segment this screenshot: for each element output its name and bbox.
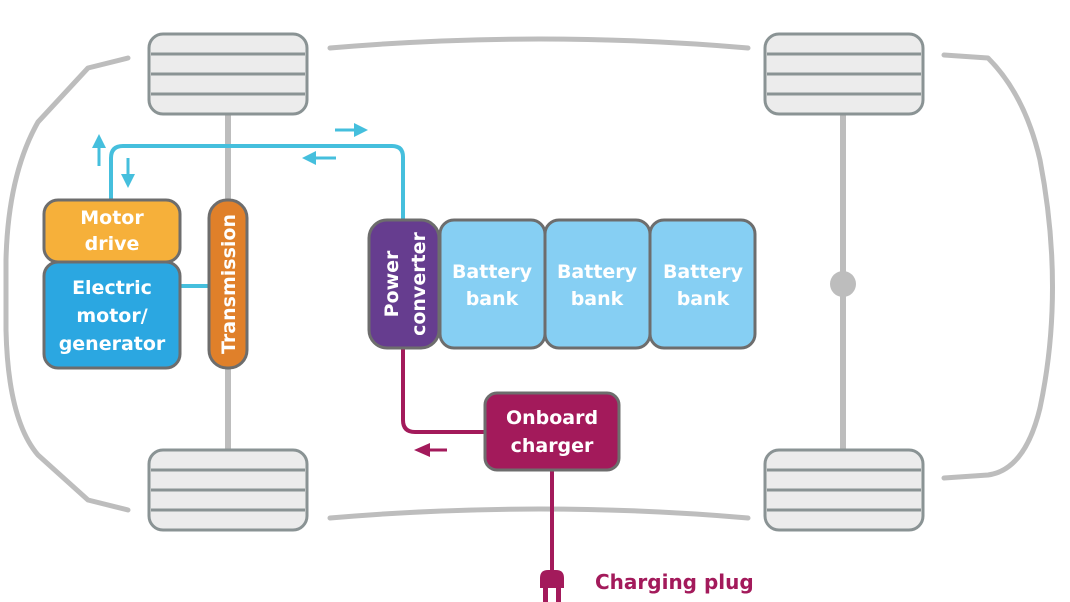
dc-line-motor-to-converter	[109, 144, 405, 220]
arrow-up-icon	[92, 134, 106, 166]
charging-plug-label: Charging plug	[595, 570, 754, 594]
power-converter-box[interactable]: Power converter	[367, 218, 441, 350]
power-converter-label-1: Power	[381, 250, 403, 317]
arrow-right-icon	[335, 123, 368, 137]
ac-line-charger-to-converter	[401, 348, 486, 434]
car-body-outline	[3, 36, 1055, 521]
motor-drive-label-1: Motor	[80, 207, 144, 229]
battery-bank-box[interactable]: Battery bank	[543, 218, 652, 350]
wheel-rear-left	[147, 448, 309, 532]
electric-motor-label-1: Electric	[72, 277, 152, 299]
arrow-left-icon	[414, 443, 447, 457]
transmission-label: Transmission	[218, 214, 240, 354]
wheels	[147, 32, 925, 532]
battery-bank-label-1: Battery	[663, 261, 744, 283]
wheel-rear-right	[763, 448, 925, 532]
battery-bank-box[interactable]: Battery bank	[438, 218, 547, 350]
arrow-down-icon	[121, 158, 135, 188]
power-converter-label-2: converter	[408, 231, 430, 335]
body-left-outline	[3, 55, 131, 513]
battery-bank-label-1: Battery	[557, 261, 638, 283]
electric-motor-box[interactable]: Electric motor/ generator	[42, 260, 182, 370]
battery-bank-label-1: Battery	[452, 261, 533, 283]
body-top-outline	[327, 36, 751, 51]
dc-power-flow	[109, 144, 405, 288]
battery-bank-label-2: bank	[571, 288, 624, 310]
onboard-charger-label-2: charger	[511, 435, 594, 457]
ac-power-flow	[401, 348, 554, 572]
arrow-left-icon	[302, 151, 336, 165]
battery-bank-label-2: bank	[677, 288, 730, 310]
motor-drive-label-2: drive	[85, 233, 140, 255]
transmission-box[interactable]: Transmission	[207, 198, 249, 370]
rear-differential	[830, 271, 856, 297]
plug-icon	[540, 570, 564, 602]
motor-drive-box[interactable]: Motor drive	[42, 198, 182, 264]
dc-flow-arrows	[92, 123, 368, 188]
electric-motor-label-3: generator	[59, 333, 166, 355]
electric-motor-label-2: motor/	[76, 305, 147, 327]
body-right-outline	[941, 52, 1055, 481]
onboard-charger-box[interactable]: Onboard charger	[483, 391, 621, 472]
body-bottom-outline	[327, 506, 751, 521]
onboard-charger-label-1: Onboard	[506, 407, 598, 429]
battery-bank-box[interactable]: Battery bank	[648, 218, 757, 350]
battery-bank-label-2: bank	[466, 288, 519, 310]
wheel-front-right	[763, 32, 925, 116]
charging-plug[interactable]: Charging plug	[540, 570, 754, 602]
wheel-front-left	[147, 32, 309, 116]
